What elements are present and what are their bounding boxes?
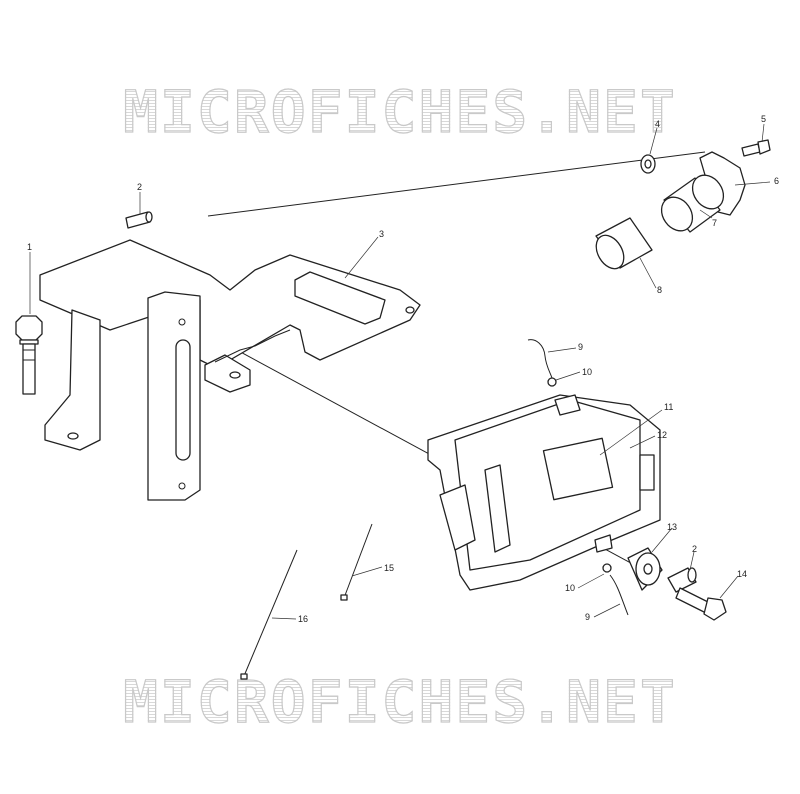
bolt-part-14 [675,587,727,621]
callout-4: 4 [655,119,660,129]
callout-14: 14 [737,569,747,579]
spacer-part-2-bottom [667,567,697,593]
callout-9-top: 9 [578,342,583,352]
capacitor-part-7 [660,174,725,233]
callout-9-bottom: 9 [585,612,590,622]
bolt-part-1 [15,315,43,395]
cable-tie-part-16 [240,549,298,680]
wire-part-9-top [527,339,557,387]
screw-part-5 [741,139,771,157]
callout-16: 16 [298,614,308,624]
bracket-part-3 [39,239,421,501]
label-part-11 [542,437,614,501]
callout-7: 7 [712,218,717,228]
spacer-part-2-top [125,211,153,229]
callout-1: 1 [27,242,32,252]
cable-tie-part-15 [340,523,373,601]
callout-12: 12 [657,430,667,440]
watermark-bottom: MICROFICHES.NET [0,667,800,736]
watermark-top: MICROFICHES.NET [0,77,800,146]
callout-13: 13 [667,522,677,532]
callout-5: 5 [761,114,766,124]
grommet-part-13 [627,547,663,591]
callout-6: 6 [774,176,779,186]
callout-11: 11 [664,402,673,412]
callout-2-bottom: 2 [692,544,697,554]
callout-8: 8 [657,285,662,295]
wire-part-9-bottom [602,563,629,616]
cap-part-8 [595,217,653,270]
alignment-line-top [207,151,706,217]
callout-10-top: 10 [582,367,592,377]
callout-2: 2 [137,182,142,192]
washer-part-4 [640,154,656,174]
callout-3: 3 [379,229,384,239]
callout-15: 15 [384,563,394,573]
callout-10-bottom: 10 [565,583,575,593]
ecu-module-part-12 [427,394,661,591]
